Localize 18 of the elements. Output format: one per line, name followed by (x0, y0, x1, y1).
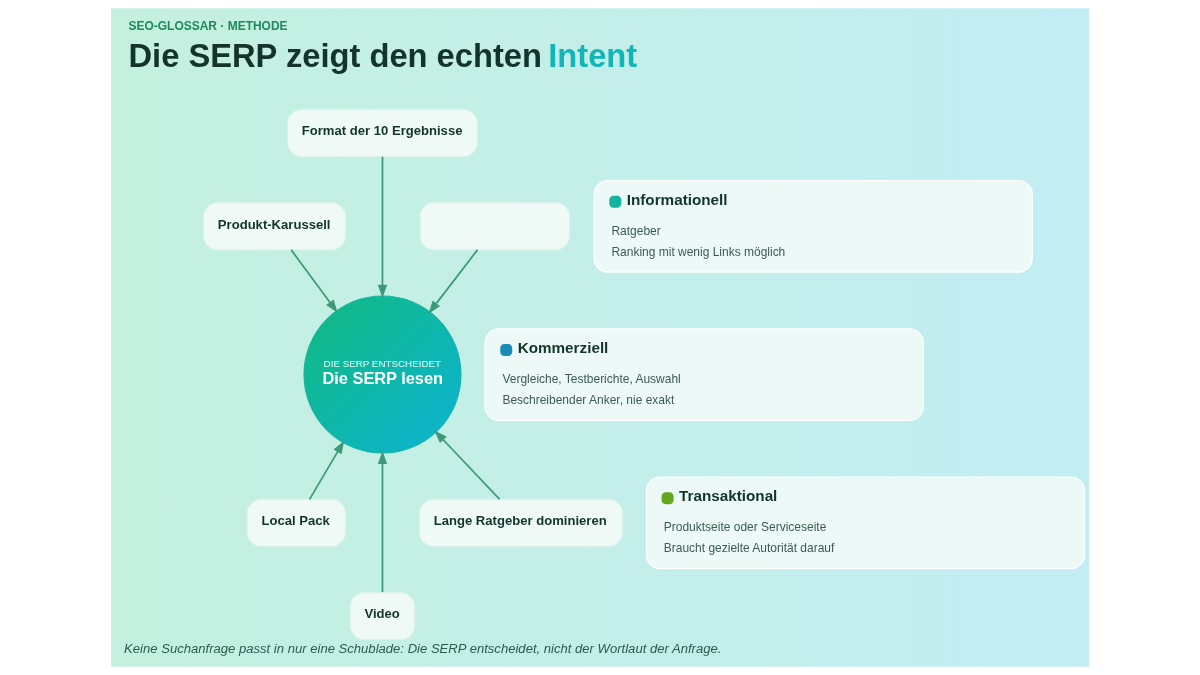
arrow (428, 249, 479, 314)
node-box: Local Pack (246, 498, 346, 547)
arrow (308, 440, 345, 501)
node-box: Transaktional Produktseite oder Serviceseite Braucht gezielte Autorität darauf (645, 476, 1086, 570)
arrow (290, 249, 338, 313)
arrow (377, 155, 388, 299)
node-box: Format der 10 Ergebnisse (287, 109, 478, 158)
node-box: Video (349, 592, 416, 641)
node-box: Kommerziell Vergleiche, Testberichte, Auswahl Beschreibender Anker, nie exakt (484, 328, 924, 421)
caption: Keine Suchanfrage passt in nur eine Schublade: Die SERP entscheidet, nicht der Wortlaut der Anfrage. (124, 641, 722, 657)
arrow (377, 450, 388, 593)
node-box: Produkt-Karussell (203, 202, 346, 251)
node-box: Lange Ratgeber dominieren (419, 498, 623, 547)
diagram-title: Die SERP zeigt den echten Intent (128, 36, 638, 74)
label: SEO-GLOSSAR · METHODE (128, 19, 288, 34)
arrow (434, 430, 501, 501)
node-box: Informationell Ratgeber Ranking mit wenig Links möglich (593, 179, 1033, 273)
node-box (419, 202, 570, 251)
